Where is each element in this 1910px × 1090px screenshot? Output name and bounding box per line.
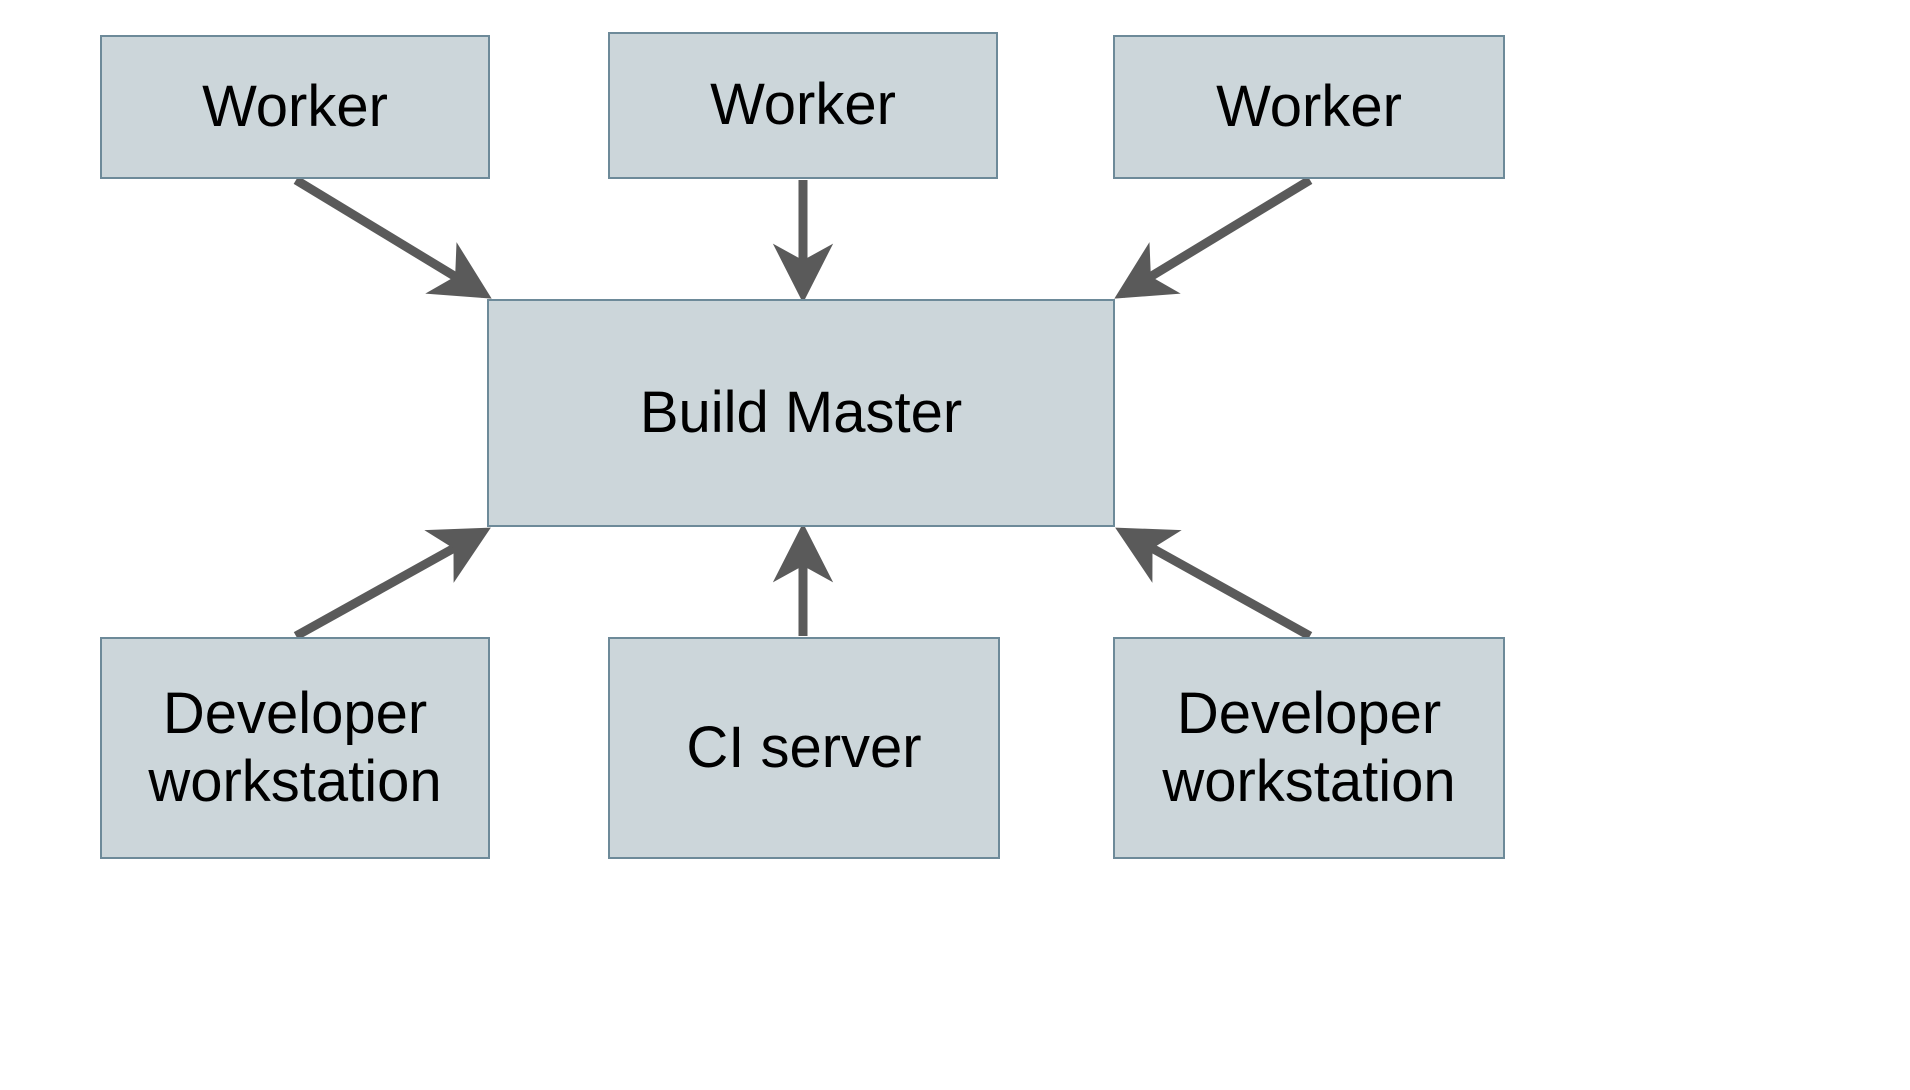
node-worker-2-label: Worker — [710, 72, 896, 138]
edge-devright-to-master — [1115, 527, 1313, 640]
node-build-master-label: Build Master — [639, 379, 963, 445]
node-ci-server-label: CI server — [686, 714, 922, 780]
node-worker-1-label: Worker — [202, 73, 388, 139]
node-worker-3-label: Worker — [1216, 73, 1402, 139]
node-developer-workstation-left[interactable]: Developer workstation — [100, 637, 490, 859]
edge-worker3-to-master — [1114, 176, 1313, 299]
node-worker-1[interactable]: Worker — [100, 35, 490, 179]
edge-worker1-to-master — [293, 176, 492, 299]
node-developer-workstation-right-label: Developer workstation — [1162, 680, 1456, 814]
node-developer-workstation-right[interactable]: Developer workstation — [1113, 637, 1505, 859]
node-developer-workstation-left-label: Developer workstation — [148, 680, 442, 814]
node-build-master[interactable]: Build Master — [487, 299, 1115, 527]
node-worker-3[interactable]: Worker — [1113, 35, 1505, 179]
edge-devleft-to-master — [293, 527, 491, 640]
node-ci-server[interactable]: CI server — [608, 637, 1000, 859]
node-worker-2[interactable]: Worker — [608, 32, 998, 179]
